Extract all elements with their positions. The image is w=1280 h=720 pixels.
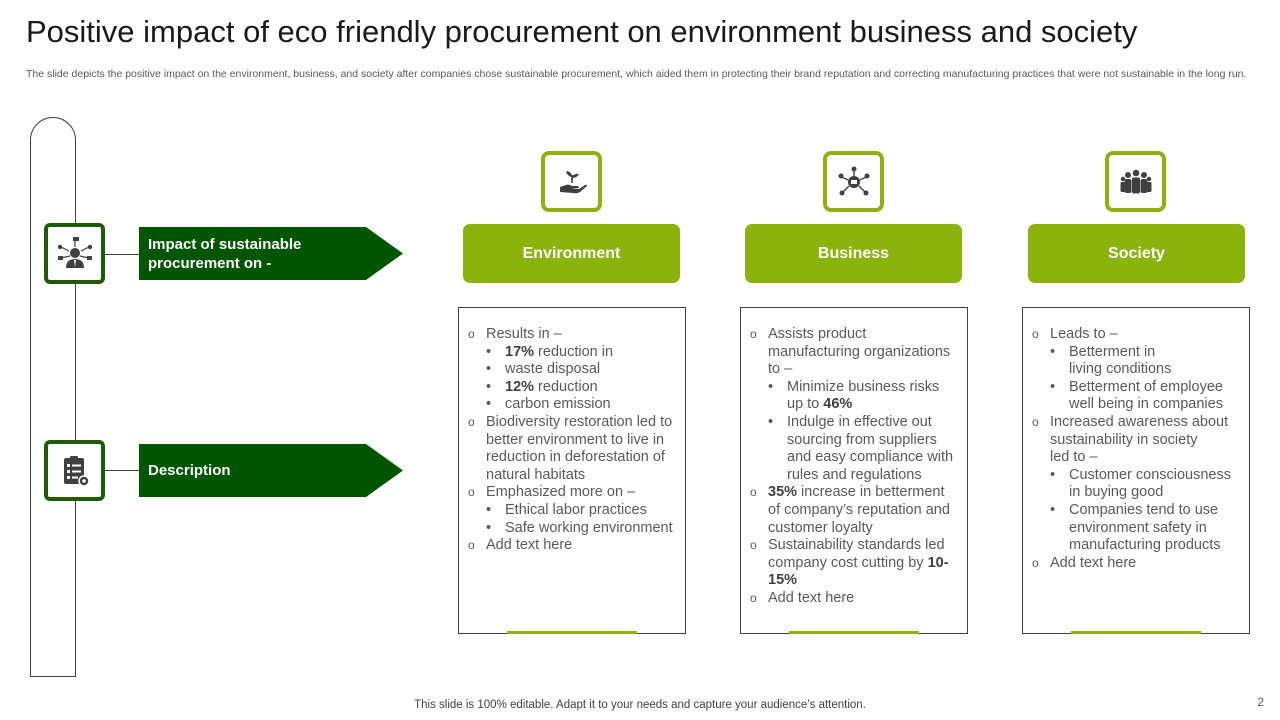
list-item: 35% increase in betterment of company’s …	[750, 484, 959, 537]
description-arrow-label: Description	[139, 444, 403, 497]
business-header-label: Business	[817, 244, 890, 262]
list-item: Emphasized more on –	[468, 484, 677, 502]
society-header: Society	[1028, 224, 1245, 283]
society-header-label: Society	[1108, 244, 1165, 262]
slide-title: Positive impact of eco friendly procurem…	[26, 14, 1138, 49]
environment-card: Results in – 17% reduction in waste disp…	[458, 307, 686, 634]
list-item: Increased awareness about sustainability…	[1032, 414, 1241, 449]
list-item: Leads to –	[1032, 326, 1241, 344]
connector-line-impact	[105, 254, 139, 255]
society-card: Leads to – Betterment in living conditio…	[1022, 307, 1250, 634]
connector-line-description	[105, 470, 139, 471]
list-item: Add text here	[468, 537, 677, 555]
list-item: Customer consciousness in buying good	[1032, 467, 1241, 502]
list-item: Safe working environment	[468, 520, 677, 538]
list-item: Add text here	[1032, 555, 1241, 573]
list-item: Betterment of employee well being in com…	[1032, 379, 1241, 414]
business-card: Assists product manufacturing organizati…	[740, 307, 968, 634]
description-label-text: Description	[148, 462, 231, 479]
list-item: Biodiversity restoration led to better e…	[468, 414, 677, 484]
list-item: Assists product manufacturing organizati…	[750, 326, 959, 379]
impact-label-text: Impact of sustainable procurement on -	[148, 235, 302, 272]
list-item: carbon emission	[468, 396, 677, 414]
businessman-network-icon	[44, 223, 105, 284]
list-item-continued: led to –	[1050, 449, 1098, 466]
list-item: 12% reduction	[468, 379, 677, 397]
list-item: Results in –	[468, 326, 677, 344]
environment-header-label: Environment	[522, 244, 621, 262]
list-item: Betterment in	[1032, 344, 1241, 362]
list-item: Companies tend to use environment safety…	[1032, 502, 1241, 555]
card-accent-bar	[507, 631, 637, 634]
page-number: 2	[1257, 695, 1264, 709]
network-hub-icon	[823, 151, 884, 212]
hand-plant-icon	[541, 151, 602, 212]
impact-arrow-label: Impact of sustainable procurement on -	[139, 227, 403, 280]
card-accent-bar	[789, 631, 919, 634]
vertical-rail	[30, 117, 76, 677]
slide-subtitle: The slide depicts the positive impact on…	[26, 68, 1247, 80]
list-item: 17% reduction in	[468, 344, 677, 362]
people-group-icon	[1105, 151, 1166, 212]
list-item: waste disposal	[468, 361, 677, 379]
business-header: Business	[745, 224, 962, 283]
list-item: Indulge in effective out sourcing from s…	[750, 414, 959, 484]
list-item: Ethical labor practices	[468, 502, 677, 520]
list-item: Add text here	[750, 590, 959, 608]
list-item: Minimize business risks up to 46%	[750, 379, 959, 414]
card-accent-bar	[1071, 631, 1201, 634]
list-item: Sustainability standards led company cos…	[750, 537, 959, 590]
list-item: living conditions	[1069, 361, 1172, 378]
footer-note: This slide is 100% editable. Adapt it to…	[414, 699, 866, 711]
clipboard-checklist-icon	[44, 440, 105, 501]
environment-header: Environment	[463, 224, 680, 283]
